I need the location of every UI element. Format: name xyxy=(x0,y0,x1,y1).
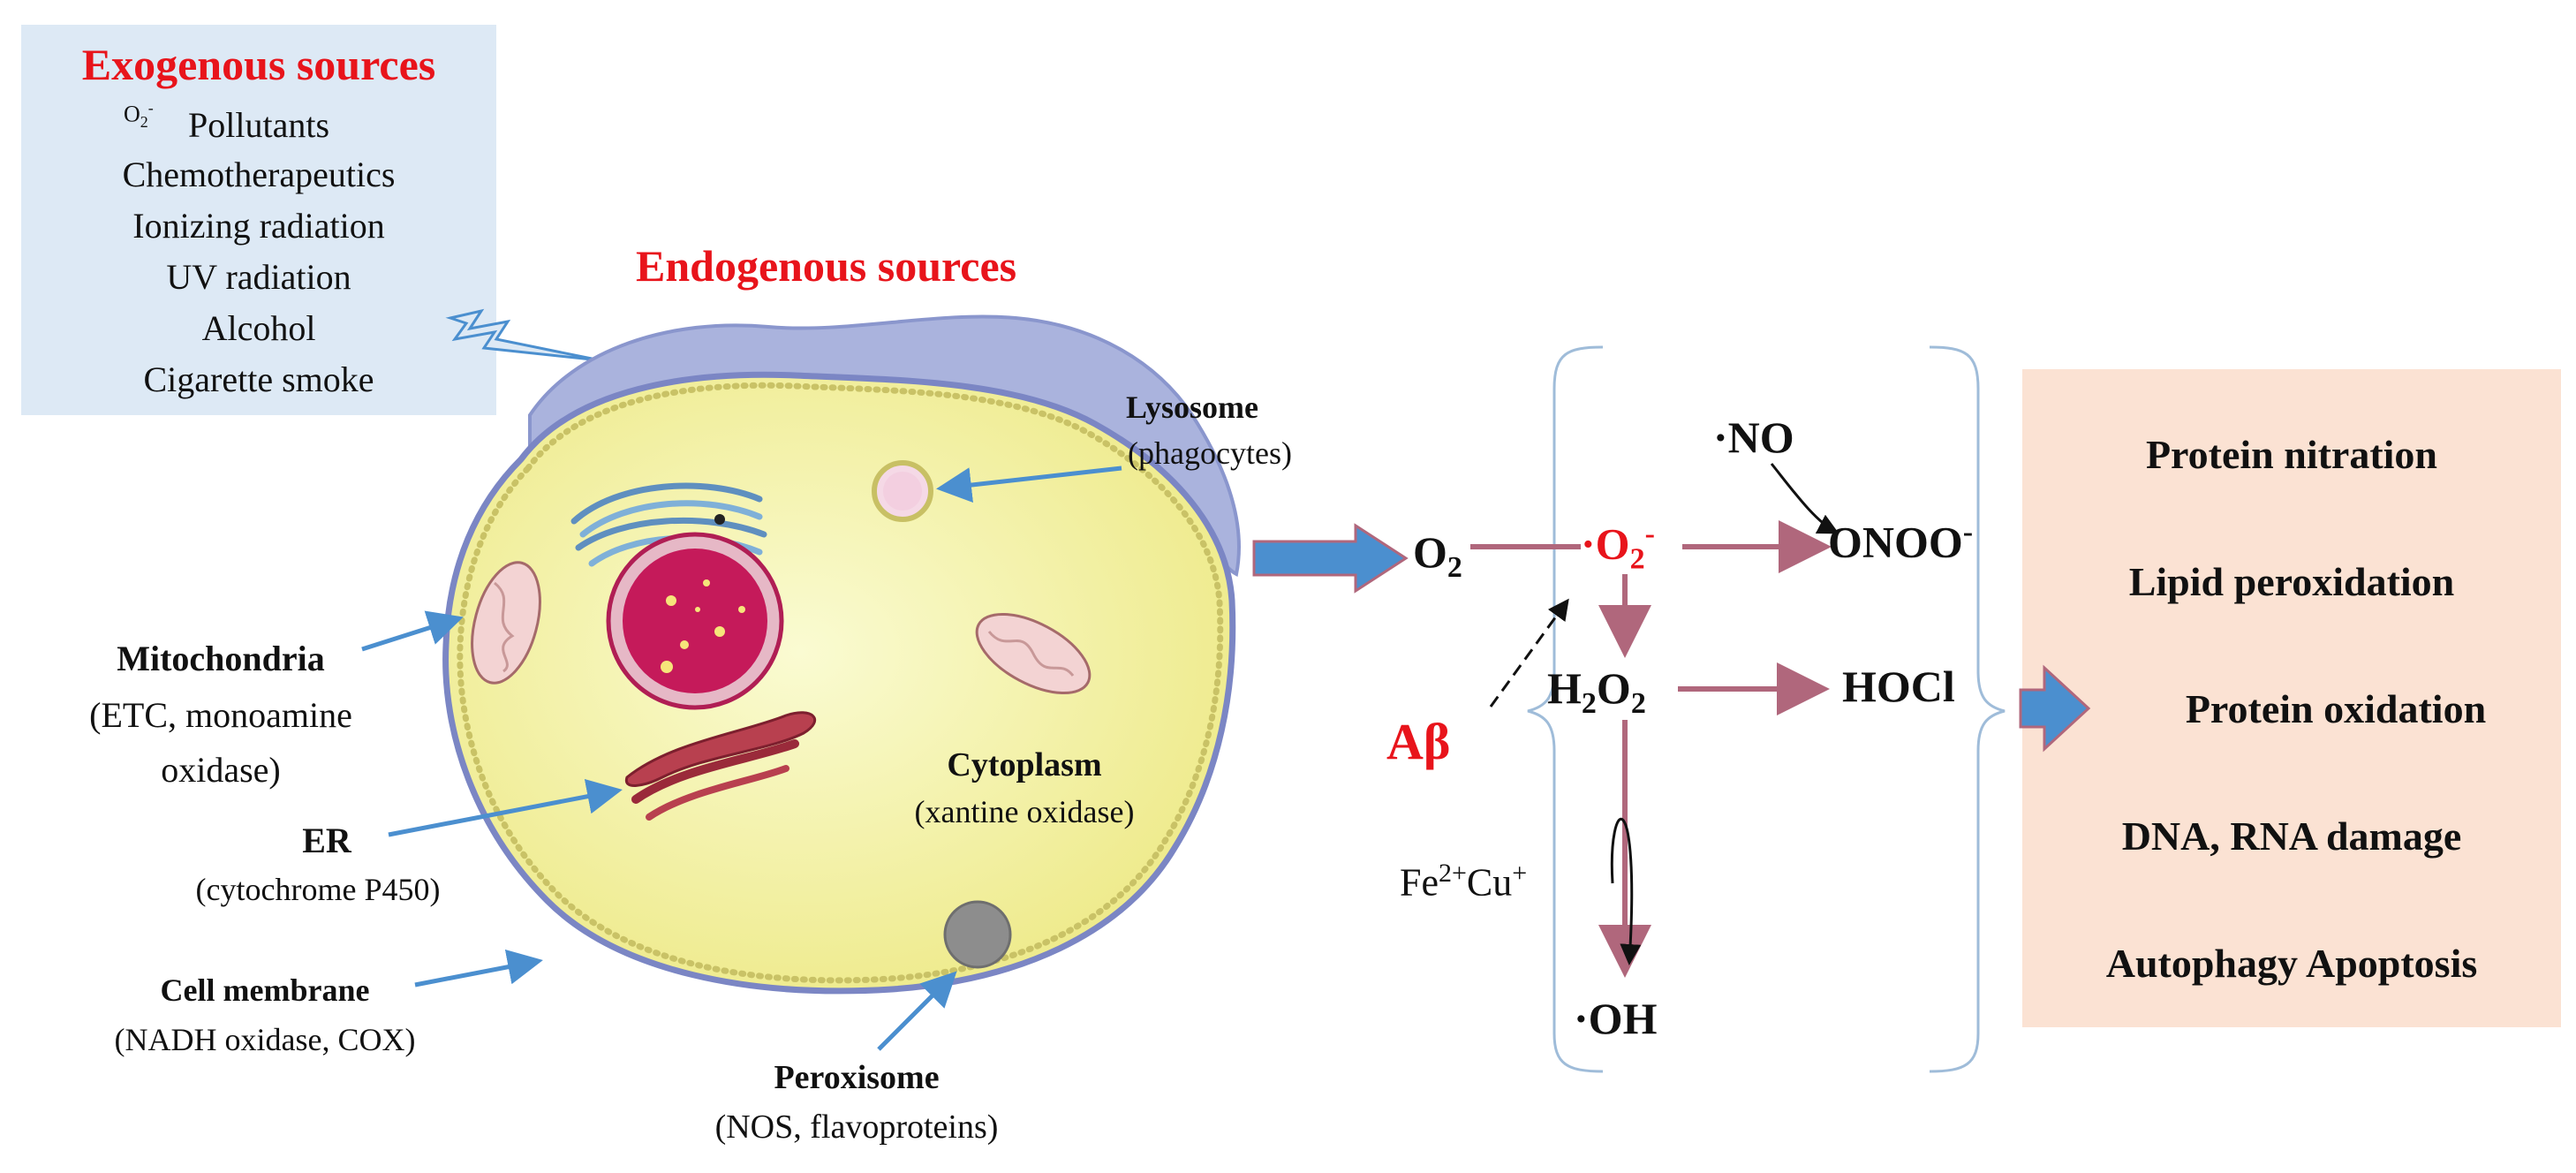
effect-protein-oxidation: Protein oxidation xyxy=(2185,686,2487,731)
cell-membrane-label: Cell membrane xyxy=(160,972,370,1008)
cell-to-reactions-arrow xyxy=(1252,523,1409,594)
endogenous-title: Endogenous sources xyxy=(636,241,1017,291)
exogenous-sources-box xyxy=(21,25,496,415)
o2-radical-label: O2- xyxy=(124,99,154,131)
cell-body xyxy=(442,371,1236,995)
exogenous-title: Exogenous sources xyxy=(81,40,436,89)
effect-dna-rna-damage: DNA, RNA damage xyxy=(2121,814,2462,859)
mitochondria-detail-2: oxidase) xyxy=(161,750,281,790)
exo-item-cigarette-smoke: Cigarette smoke xyxy=(143,359,374,399)
oxygen-species: O2 xyxy=(1413,527,1462,584)
mitochondria-arrow xyxy=(361,610,464,652)
mitochondrion-left xyxy=(471,561,541,685)
nucleus xyxy=(606,532,784,710)
er-detail: (cytochrome P450) xyxy=(195,872,441,907)
effect-lipid-peroxidation: Lipid peroxidation xyxy=(2128,559,2455,604)
lysosome-label: Lysosome xyxy=(1125,390,1258,425)
reactions-to-effects-arrow xyxy=(2019,664,2091,753)
mitochondria-label: Mitochondria xyxy=(117,639,325,678)
cell-membrane-arrow xyxy=(414,949,543,988)
metal-catalysis-curve xyxy=(1610,817,1642,965)
exo-item-alcohol: Alcohol xyxy=(201,308,316,348)
left-brace xyxy=(1527,345,1604,1073)
peroxisome-label: Peroxisome xyxy=(774,1059,940,1096)
abeta-dashed-arrow xyxy=(1489,598,1569,708)
lightning-icon xyxy=(445,308,601,362)
lysosome xyxy=(872,460,933,522)
exo-item-ionizing-radiation: Ionizing radiation xyxy=(132,206,385,246)
endoplasmic-reticulum xyxy=(624,711,816,821)
hydroxyl-radical-species: ·OH xyxy=(1574,994,1658,1043)
metal-ions-label: Fe2+Cu+ xyxy=(1400,859,1528,904)
er-arrow xyxy=(388,778,623,837)
exo-item-chemotherapeutics: Chemotherapeutics xyxy=(122,155,396,194)
mitochondria-detail-1: (ETC, monoamine xyxy=(89,695,352,735)
effects-box xyxy=(2022,369,2561,1027)
peroxisome-detail: (NOS, flavoproteins) xyxy=(714,1109,999,1146)
cytoplasm-label: Cytoplasm xyxy=(947,746,1102,783)
exo-item-pollutants: Pollutants xyxy=(187,105,330,145)
effect-protein-nitration: Protein nitration xyxy=(2145,432,2438,477)
no-to-onoo-curve xyxy=(1770,463,1839,534)
cytoplasm-detail: (xantine oxidase) xyxy=(914,794,1135,829)
mitochondrion-right xyxy=(975,612,1092,695)
right-brace xyxy=(1929,345,2006,1073)
exo-item-uv-radiation: UV radiation xyxy=(166,257,351,297)
hydrogen-peroxide-species: H2O2 xyxy=(1547,663,1646,720)
lysosome-arrow xyxy=(936,465,1122,503)
effect-autophagy-apoptosis: Autophagy Apoptosis xyxy=(2105,941,2478,986)
peroxisome-arrow xyxy=(877,971,957,1051)
hypochlorous-acid-species: HOCl xyxy=(1842,662,1955,711)
lysosome-detail: (phagocytes) xyxy=(1128,435,1292,471)
er-label: ER xyxy=(302,821,351,860)
cell-membrane-beads xyxy=(457,382,1224,984)
peroxisome xyxy=(943,900,1012,969)
cell-membrane-detail: (NADH oxidase, COX) xyxy=(114,1022,416,1057)
nitric-oxide-species: ·NO xyxy=(1713,412,1794,462)
superoxide-species: ·O2- xyxy=(1581,518,1655,576)
peroxynitrite-species: ONOO- xyxy=(1828,516,1974,567)
amyloid-beta-label: Aβ xyxy=(1386,713,1451,770)
